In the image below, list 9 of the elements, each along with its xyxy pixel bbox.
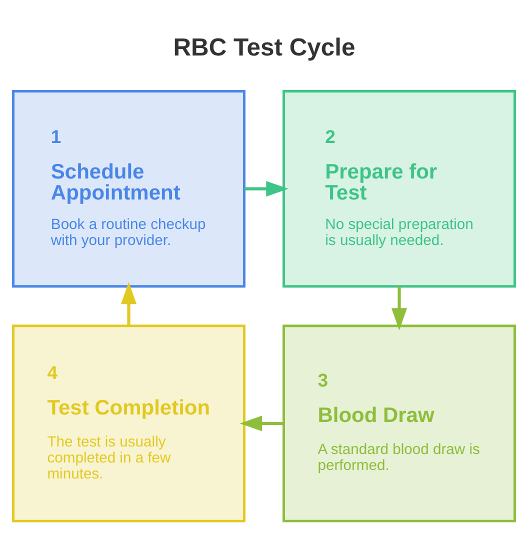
node-box: 2 Prepare for Test No special preparation is usually needed.	[282, 90, 516, 288]
node-box: 4 Test Completion The test is usually completed in a few minutes.	[12, 324, 246, 522]
arrow	[244, 180, 288, 196]
arrow	[120, 281, 137, 326]
diagram-title: RBC Test Cycle	[173, 34, 356, 61]
node-box: 1 Schedule Appointment Book a routine checkup with your provider.	[12, 90, 246, 288]
node-box: 3 Blood Draw A standard blood draw is performed.	[282, 324, 516, 522]
arrow	[240, 415, 284, 431]
arrow	[391, 286, 408, 330]
